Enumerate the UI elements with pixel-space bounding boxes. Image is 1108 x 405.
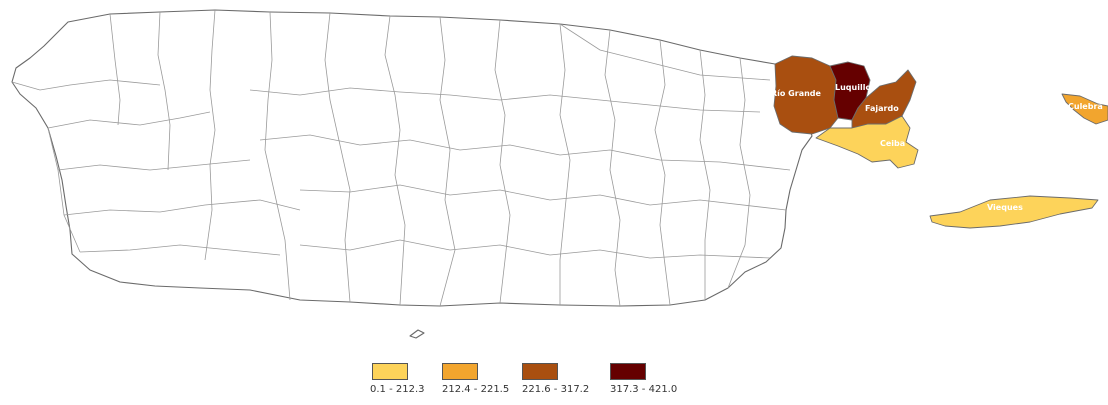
label-fajardo: Fajardo [865,104,899,113]
legend-label-2: 212.4 - 221.5 [442,384,510,395]
legend-swatch-4 [610,363,646,380]
islet [409,329,425,339]
legend-label-4: 317.3 - 421.0 [610,384,678,395]
label-luquillo: Luquillo [835,83,871,92]
label-culebra: Culebra [1068,102,1103,111]
map-region-ceiba [815,115,919,169]
legend-label-1: 0.1 - 212.3 [370,384,425,395]
map-region-culebra [1061,93,1108,125]
legend-swatch-2 [442,363,478,380]
label-ceiba: Ceiba [880,139,905,148]
map-region-rio-grande [773,55,839,135]
legend-swatch-3 [522,363,558,380]
map-legend: 0.1 - 212.3 212.4 - 221.5 221.6 - 317.2 … [370,363,677,403]
label-vieques: Vieques [987,203,1023,212]
main-island [11,9,813,307]
municipality-borders [11,9,791,307]
legend-label-3: 221.6 - 317.2 [522,384,590,395]
map-region-vieques [929,195,1099,229]
legend-swatch-1 [372,363,408,380]
label-rio-grande: Río Grande [771,89,822,98]
